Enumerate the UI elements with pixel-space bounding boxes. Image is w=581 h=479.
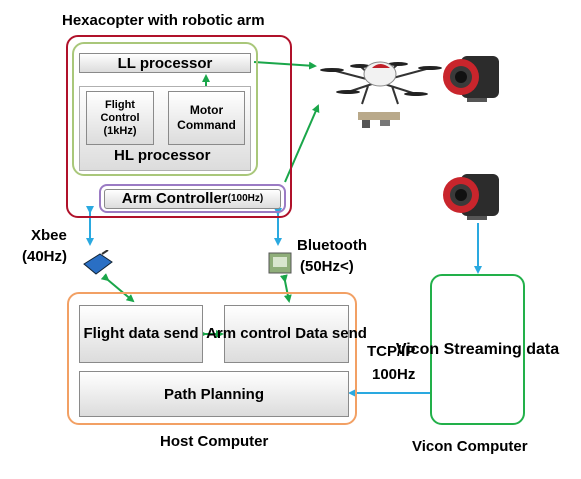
bluetooth-label: Bluetooth	[297, 237, 367, 254]
hexacopter-title: Hexacopter with robotic arm	[62, 12, 265, 29]
vicon-streaming-box: Vicon Streaming data	[396, 274, 559, 425]
motor-command-label: Motor Command	[177, 103, 236, 132]
arm-control-send-box: Arm control Data send	[206, 305, 367, 363]
motor-command-box: Motor Command	[168, 91, 245, 145]
hexacopter-drone-image	[320, 61, 442, 128]
arm-controller-label: Arm Controller	[121, 190, 228, 207]
xbee-label: Xbee	[31, 227, 67, 244]
host-computer-title: Host Computer	[160, 433, 269, 450]
path-planning-label: Path Planning	[163, 385, 264, 403]
vicon-streaming-label: Vicon Streaming data	[395, 340, 560, 358]
flight-data-send-label: Flight data send	[83, 325, 199, 342]
bluetooth-module-icon	[268, 252, 292, 274]
hl-processor-label: HL processor	[114, 147, 211, 164]
hl-processor-box	[72, 42, 258, 176]
flight-control-box: Flight Control (1kHz)	[86, 91, 154, 145]
tcpip-label: TCP/IP	[367, 343, 416, 360]
tcpip-rate: 100Hz	[372, 366, 416, 383]
hexacopter-box	[66, 35, 292, 218]
flight-data-send-box: Flight data send	[79, 305, 203, 363]
flight-control-label: Flight Control (1kHz)	[100, 98, 140, 137]
ll-processor-label: LL processor	[117, 54, 213, 72]
arm-controller-rate: (100Hz)	[227, 193, 264, 204]
arm-control-send-label: Arm control Data send	[206, 325, 367, 342]
arm-controller-inner: Arm Controller (100Hz)	[104, 188, 281, 209]
host-computer-box	[67, 292, 357, 425]
bluetooth-rate: (50Hz<)	[300, 258, 354, 275]
vicon-computer-title: Vicon Computer	[412, 438, 528, 455]
xbee-rate: (40Hz)	[22, 248, 68, 265]
arm-controller-box: Arm Controller (100Hz)	[99, 184, 286, 213]
vicon-camera-image	[443, 56, 499, 102]
ll-processor: LL processor	[79, 53, 251, 73]
vicon-camera-image-2	[443, 174, 499, 220]
xbee-module-icon	[83, 250, 113, 275]
path-planning-box: Path Planning	[79, 371, 349, 417]
